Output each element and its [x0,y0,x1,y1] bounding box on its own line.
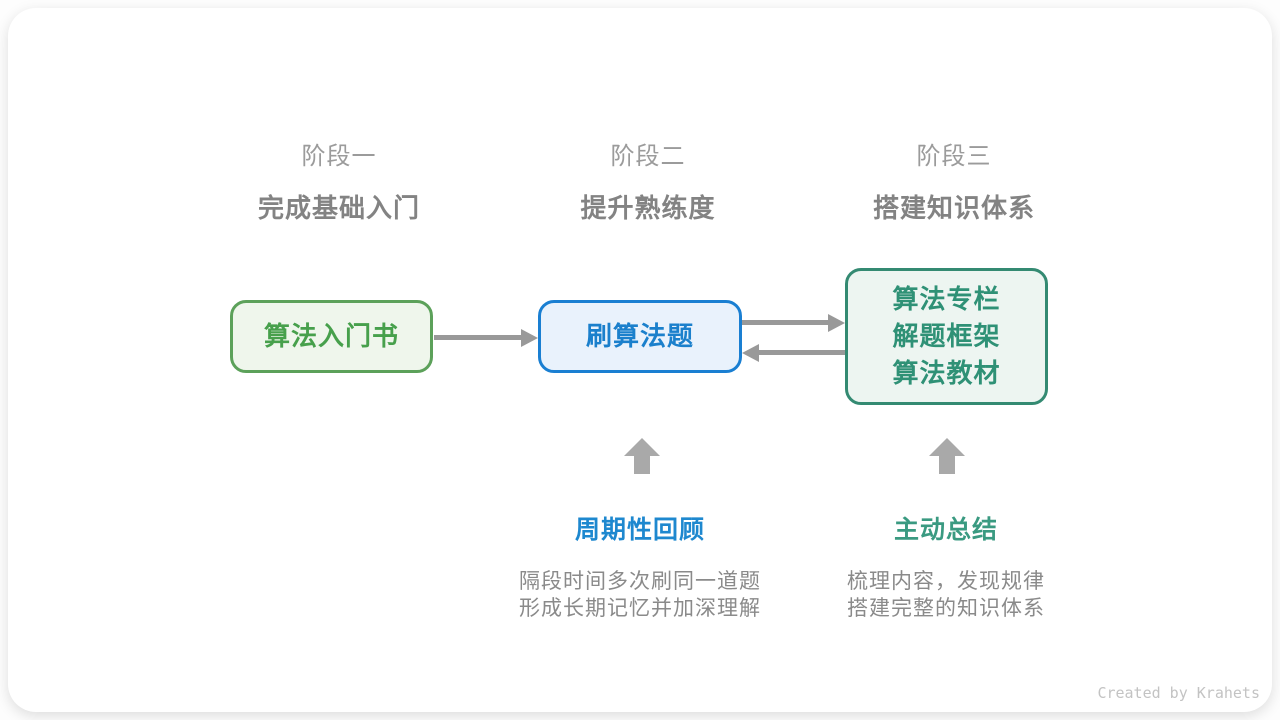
arrow-node1-to-node2-shaft [434,335,521,340]
node-resource-line-1: 算法专栏 [892,284,1001,314]
up-arrow-summary-icon [929,438,965,456]
annotation-active-summary-desc: 梳理内容，发现规律 搭建完整的知识体系 [786,568,1106,622]
node-intro-book-label: 算法入门书 [263,321,399,351]
arrow-node2-to-node3-head-icon [828,313,845,332]
annotation-active-summary: 主动总结 梳理内容，发现规律 搭建完整的知识体系 [786,510,1106,622]
node-resource-line-3: 算法教材 [892,358,1001,388]
stage-3-header: 阶段三 搭建知识体系 [794,136,1114,225]
node-resource-line-2: 解题框架 [892,321,1001,351]
stage-2-subtitle: 提升熟练度 [580,193,716,223]
up-arrow-summary-stem [939,455,955,474]
annotation-periodic-review-desc-line-1: 隔段时间多次刷同一道题 [519,570,761,593]
stage-3-label: 阶段三 [916,143,992,170]
annotation-active-summary-title: 主动总结 [893,516,998,544]
arrow-node2-to-node3-shaft [742,320,828,325]
annotation-periodic-review: 周期性回顾 隔段时间多次刷同一道题 形成长期记忆并加深理解 [480,510,800,622]
annotation-periodic-review-desc-line-2: 形成长期记忆并加深理解 [519,597,761,620]
annotation-active-summary-desc-line-2: 搭建完整的知识体系 [847,597,1045,620]
stage-1-label: 阶段一 [301,143,377,170]
up-arrow-review-stem [634,455,650,474]
stage-1-subtitle: 完成基础入门 [257,193,420,223]
annotation-periodic-review-title: 周期性回顾 [574,516,705,544]
node-intro-book: 算法入门书 [230,300,433,373]
arrow-node3-to-node2-shaft [759,350,845,355]
stage-2-label: 阶段二 [610,143,686,170]
arrow-node3-to-node2-head-icon [742,343,759,362]
node-knowledge-resources: 算法专栏 解题框架 算法教材 [845,268,1048,405]
stage-1-header: 阶段一 完成基础入门 [179,136,499,225]
stage-2-header: 阶段二 提升熟练度 [488,136,808,225]
up-arrow-review-icon [624,438,660,456]
node-practice-problems: 刷算法题 [538,300,742,373]
stage-3-subtitle: 搭建知识体系 [872,193,1035,223]
diagram-card: 阶段一 完成基础入门 阶段二 提升熟练度 阶段三 搭建知识体系 算法入门书 刷算… [8,8,1272,712]
node-practice-problems-label: 刷算法题 [585,321,694,351]
arrow-node1-to-node2-head-icon [521,328,538,347]
annotation-periodic-review-desc: 隔段时间多次刷同一道题 形成长期记忆并加深理解 [480,568,800,622]
annotation-active-summary-desc-line-1: 梳理内容，发现规律 [847,570,1045,593]
credit-text: Created by Krahets [1097,684,1260,702]
